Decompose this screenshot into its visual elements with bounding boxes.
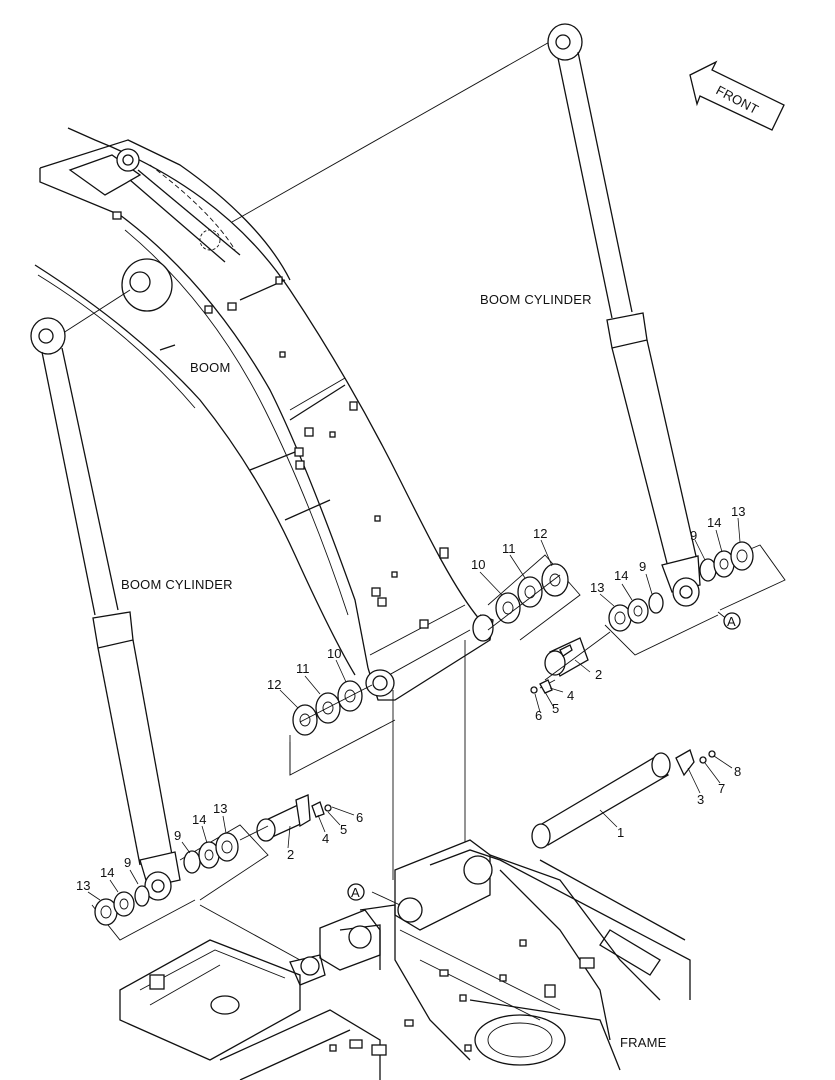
ref-a-right: A xyxy=(723,612,741,630)
washer-group-boom-right xyxy=(487,554,581,641)
callout-6: 6 xyxy=(356,810,363,825)
left-boom-cylinder xyxy=(30,317,181,901)
svg-text:A: A xyxy=(727,614,736,629)
frame-label: FRAME xyxy=(620,1035,667,1050)
washer-group-lcyl-top xyxy=(179,824,269,901)
leader-lines xyxy=(87,517,741,901)
callout-2: 2 xyxy=(287,847,294,862)
callout-6: 6 xyxy=(535,708,542,723)
callout-7: 7 xyxy=(718,781,725,796)
boom-cylinder-label-left: BOOM CYLINDER xyxy=(121,577,233,592)
callout-12: 12 xyxy=(267,677,281,692)
callout-3: 3 xyxy=(697,792,704,807)
callout-2: 2 xyxy=(595,667,602,682)
callout-4: 4 xyxy=(567,688,574,703)
ref-a-left: A xyxy=(347,883,365,901)
callout-13: 13 xyxy=(213,801,227,816)
frame-body xyxy=(119,839,691,1080)
callout-10: 10 xyxy=(471,557,485,572)
callout-11: 11 xyxy=(296,661,310,676)
callout-10: 10 xyxy=(327,646,341,661)
callout-14: 14 xyxy=(192,812,206,827)
callout-9: 9 xyxy=(639,559,646,574)
washer-group-lcyl-bottom xyxy=(91,885,196,941)
callout-8: 8 xyxy=(734,764,741,779)
boom-label: BOOM xyxy=(190,360,231,375)
callout-5: 5 xyxy=(340,822,347,837)
callout-1: 1 xyxy=(617,825,624,840)
washer-group-rcyl-top xyxy=(699,541,786,611)
callout-4: 4 xyxy=(322,831,329,846)
callout-14: 14 xyxy=(707,515,721,530)
callout-14: 14 xyxy=(100,865,114,880)
svg-text:A: A xyxy=(351,885,360,900)
callout-5: 5 xyxy=(552,701,559,716)
pin-right xyxy=(530,631,611,694)
boom-cylinder-label-right: BOOM CYLINDER xyxy=(480,292,592,307)
callout-13: 13 xyxy=(590,580,604,595)
callout-13: 13 xyxy=(731,504,745,519)
callout-11: 11 xyxy=(502,541,516,556)
callout-13: 13 xyxy=(76,878,90,893)
callout-9: 9 xyxy=(690,528,697,543)
callout-numbers: 12 11 10 12 11 10 13 14 9 13 14 9 13 14 … xyxy=(76,504,745,893)
washer-group-rcyl-bottom xyxy=(604,592,719,656)
callout-9: 9 xyxy=(124,855,131,870)
callout-12: 12 xyxy=(533,526,547,541)
front-arrow-icon: FRONT xyxy=(689,60,785,131)
callout-9: 9 xyxy=(174,828,181,843)
callout-14: 14 xyxy=(614,568,628,583)
pin-left xyxy=(239,794,332,842)
boom-body xyxy=(34,127,494,701)
right-boom-cylinder xyxy=(547,23,701,607)
washer-group-boom-left xyxy=(289,680,396,776)
boom-foot-pin xyxy=(531,749,716,849)
